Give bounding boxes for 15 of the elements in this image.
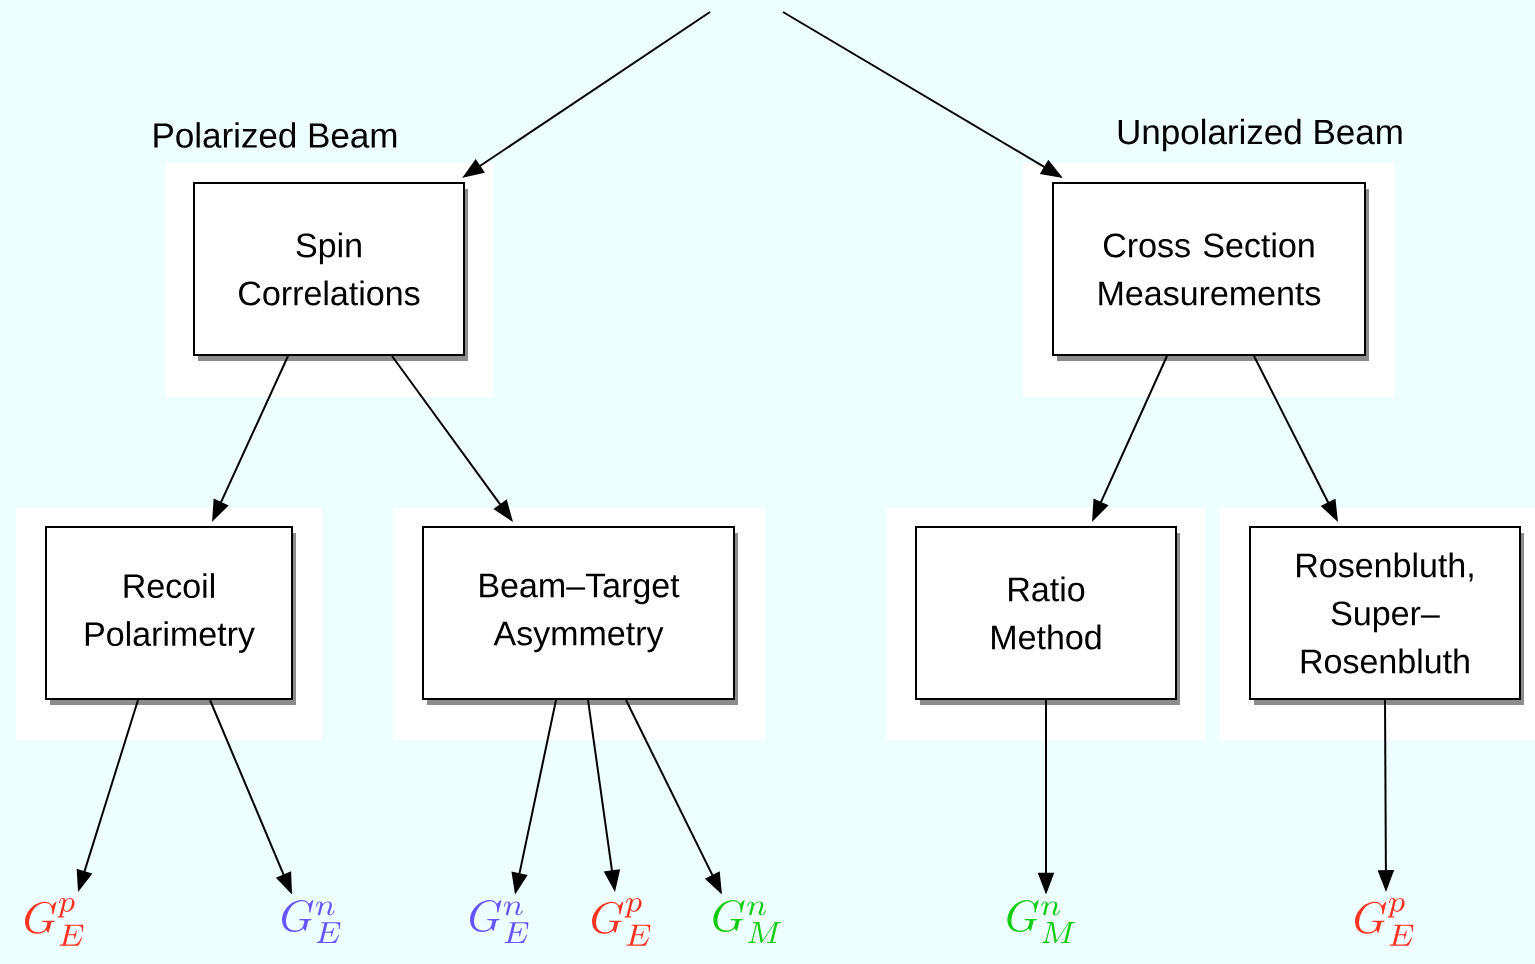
- process-box: Cross Section Measurements: [1052, 182, 1369, 361]
- formula: $G_E^p$: [25, 898, 84, 946]
- formula: $G_M^n$: [713, 899, 781, 944]
- process-box: Beam–Target Asymmetry: [422, 526, 738, 705]
- formula: $G_M^n$: [1007, 899, 1075, 944]
- formula: $G_E^n$: [470, 899, 529, 944]
- process-box: Recoil Polarimetry: [45, 526, 296, 705]
- formula: $G_E^p$: [592, 898, 651, 946]
- heading: Unpolarized Beam: [1118, 118, 1402, 152]
- heading: Polarized Beam: [154, 122, 397, 148]
- process-box: Spin Correlations: [193, 182, 468, 361]
- process-box: Ratio Method: [915, 526, 1180, 705]
- process-box: Rosenbluth, Super–Rosenbluth: [1249, 526, 1524, 705]
- formula: $G_E^n$: [282, 899, 341, 944]
- formula: $G_E^p$: [1355, 898, 1414, 946]
